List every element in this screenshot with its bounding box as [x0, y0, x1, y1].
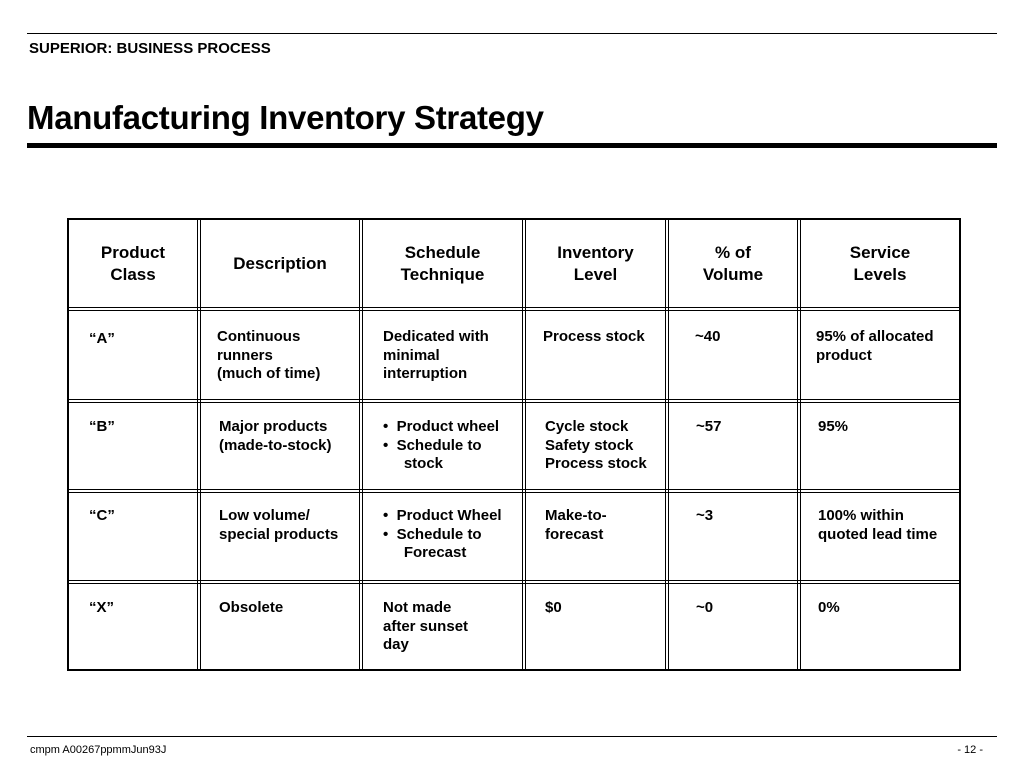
header-description: Description	[233, 254, 327, 273]
row-c-volume: ~3	[696, 507, 714, 524]
row-divider	[69, 489, 959, 493]
row-b-inventory: Cycle stock Safety stock Process stock	[545, 418, 647, 472]
page-title: Manufacturing Inventory Strategy	[27, 99, 544, 136]
row-a-volume: ~40	[695, 328, 721, 345]
header-percent-volume: % of Volume	[702, 243, 764, 284]
row-x-service: 0%	[818, 599, 840, 616]
header-service-levels: Service Levels	[849, 243, 911, 284]
section-header: SUPERIOR: BUSINESS PROCESS	[29, 40, 271, 57]
title-rule	[27, 143, 997, 148]
row-b-service: 95%	[818, 418, 849, 435]
row-x-schedule: Not made after sunset day	[383, 599, 469, 653]
footer-rule	[27, 736, 997, 737]
row-b-class: “B”	[89, 418, 115, 435]
header-product-class: Product Class	[100, 243, 166, 284]
row-c-inventory: Make-to- forecast	[545, 507, 607, 543]
row-x-description: Obsolete	[219, 599, 284, 616]
row-divider	[69, 307, 959, 311]
row-x-inventory: $0	[545, 599, 562, 616]
row-b-schedule: • Product wheel • Schedule to stock	[383, 418, 500, 472]
document-code: cmpm A00267ppmmJun93J	[30, 744, 167, 756]
row-x-volume: ~0	[696, 599, 714, 616]
header-inventory-level: Inventory Level	[557, 243, 634, 284]
page-number: - 12 -	[957, 744, 983, 756]
row-a-inventory: Process stock	[543, 328, 645, 345]
row-divider	[69, 580, 959, 584]
row-c-schedule: • Product Wheel • Schedule to Forecast	[383, 507, 502, 561]
column-divider	[197, 220, 201, 669]
header-schedule-technique: Schedule Technique	[400, 243, 485, 284]
row-c-class: “C”	[89, 507, 115, 524]
inventory-strategy-table: Product Class Description Schedule Techn…	[67, 218, 961, 671]
row-divider	[69, 399, 959, 403]
row-b-volume: ~57	[696, 418, 722, 435]
row-a-service: 95% of allocated product	[816, 328, 934, 364]
row-c-description: Low volume/ special products	[219, 507, 339, 543]
column-divider	[665, 220, 669, 669]
column-divider	[359, 220, 363, 669]
row-a-schedule: Dedicated with minimal interruption	[383, 328, 489, 382]
row-b-description: Major products (made-to-stock)	[219, 418, 332, 454]
top-rule	[27, 33, 997, 34]
row-c-service: 100% within quoted lead time	[818, 507, 938, 543]
column-divider	[797, 220, 801, 669]
column-divider	[522, 220, 526, 669]
row-a-description: Continuous runners (much of time)	[217, 328, 321, 382]
row-a-class: “A”	[89, 330, 115, 347]
row-x-class: “X”	[89, 599, 115, 616]
